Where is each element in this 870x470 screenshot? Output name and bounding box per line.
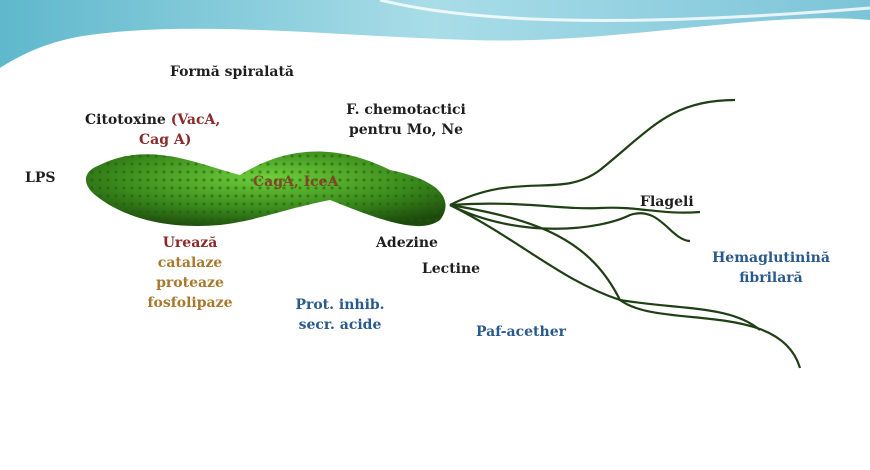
flagellum bbox=[449, 98, 736, 206]
flagellum bbox=[449, 203, 802, 369]
bacterium-body bbox=[85, 151, 446, 227]
adhesins-label: Adezine bbox=[376, 235, 438, 251]
hemagglutinin-label-1: Hemaglutinină bbox=[712, 250, 830, 266]
cytotoxins-label: Citotoxine (VacA, bbox=[85, 110, 220, 130]
body-label: CagA, IceA bbox=[253, 174, 339, 190]
lectins-label: Lectine bbox=[421, 261, 481, 277]
paf-acether-label: Paf-acether bbox=[476, 324, 566, 340]
acid-inhibition-label-1: Prot. inhib. bbox=[295, 297, 385, 313]
hemagglutinin-label-2: fibrilară bbox=[739, 270, 803, 286]
flagella bbox=[449, 98, 802, 369]
acid-inhibition-label-2: secr. acide bbox=[298, 317, 382, 333]
chemotactic-label-2: pentru Mo, Ne bbox=[348, 122, 464, 138]
protease-label: proteaze bbox=[156, 275, 224, 291]
header-wave bbox=[0, 0, 870, 68]
chemotactic-label-1: F. chemotactici bbox=[346, 102, 466, 118]
phospholipase-label: fosfolipaze bbox=[147, 295, 233, 311]
lps-label: LPS bbox=[25, 170, 56, 186]
cytotoxins-detail-2: Cag A) bbox=[139, 132, 192, 148]
urease-label: Urează bbox=[162, 235, 218, 251]
cytotoxins-detail-1: (VacA, bbox=[170, 112, 221, 128]
flagellum bbox=[449, 202, 701, 214]
catalase-label: catalaze bbox=[157, 255, 223, 271]
shape-label: Formă spiralată bbox=[169, 64, 295, 80]
header-wave-highlight bbox=[379, 0, 870, 22]
flagella-label: Flageli bbox=[640, 194, 694, 210]
flagellum bbox=[449, 204, 691, 243]
cytotoxins-prefix: Citotoxine bbox=[85, 112, 171, 128]
